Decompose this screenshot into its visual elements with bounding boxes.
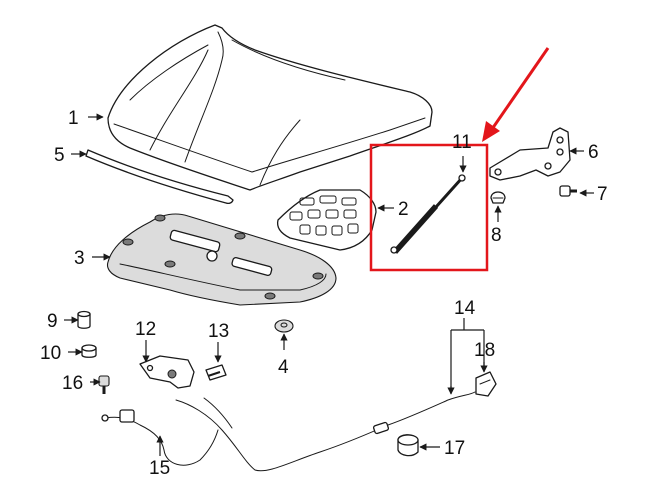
callout-18: 18 xyxy=(474,340,495,361)
callout-1: 1 xyxy=(68,108,79,129)
highlight-annotation xyxy=(369,47,550,272)
bolt-13 xyxy=(205,364,227,381)
callout-labels: 1 2 3 4 5 6 7 8 9 10 11 12 13 14 15 16 1… xyxy=(40,108,608,479)
callout-14: 14 xyxy=(454,298,476,319)
callout-6: 6 xyxy=(588,142,599,163)
callout-9: 9 xyxy=(47,311,58,332)
grommet xyxy=(274,319,294,333)
release-handle xyxy=(475,371,497,397)
highlight-arrow-head xyxy=(482,121,500,142)
callout-17: 17 xyxy=(444,438,465,459)
hood-bumper xyxy=(490,191,506,204)
callout-2: 2 xyxy=(398,199,409,220)
hood-strut xyxy=(390,174,466,254)
hood-hinge xyxy=(489,127,571,181)
bolt-16 xyxy=(98,375,110,394)
callout-7: 7 xyxy=(597,184,608,205)
callout-11: 11 xyxy=(452,132,472,153)
hood-panel xyxy=(107,24,433,191)
highlight-arrow-line xyxy=(488,47,550,133)
callout-15: 15 xyxy=(149,458,170,479)
callout-3: 3 xyxy=(74,248,85,269)
callout-4: 4 xyxy=(278,357,289,378)
bumper-9 xyxy=(77,310,91,329)
callout-8: 8 xyxy=(491,225,502,246)
callout-16: 16 xyxy=(62,373,83,394)
hinge-bolt xyxy=(559,185,577,197)
leader-lines xyxy=(64,113,594,456)
callout-5: 5 xyxy=(54,145,65,166)
hood-latch xyxy=(139,355,195,389)
callout-13: 13 xyxy=(208,321,229,342)
highlight-box xyxy=(369,143,489,272)
cable-clip xyxy=(397,434,419,457)
callout-12: 12 xyxy=(135,319,156,340)
inner-panel xyxy=(276,189,377,251)
front-seal-strip xyxy=(85,149,234,205)
callout-10: 10 xyxy=(40,343,61,364)
release-cable xyxy=(101,391,476,472)
bumper-10 xyxy=(81,344,97,358)
insulator-pad xyxy=(106,213,337,306)
